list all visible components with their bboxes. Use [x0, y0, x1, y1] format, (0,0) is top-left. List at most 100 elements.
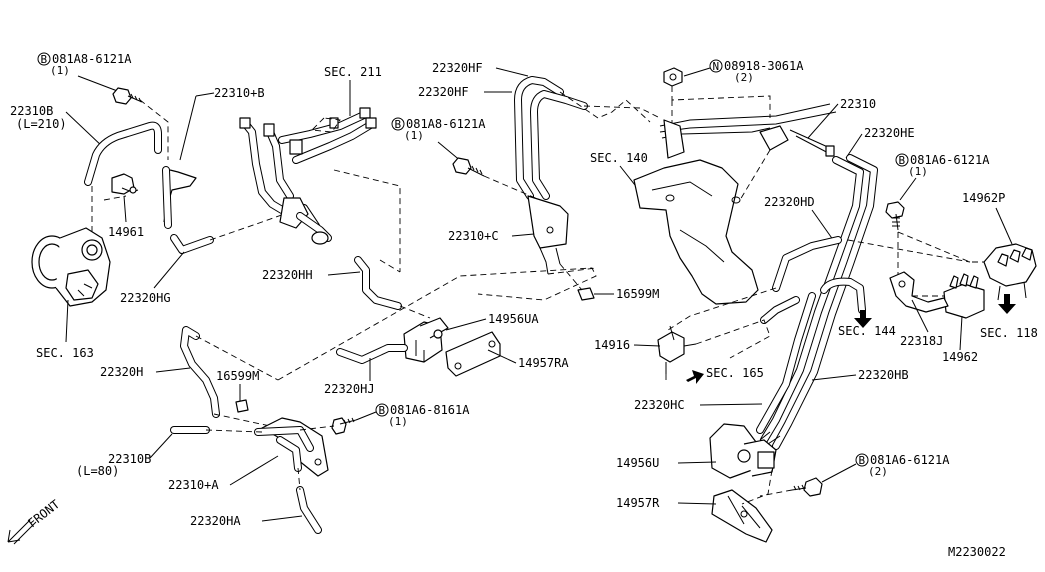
bolt-label-081a6-8161a: B 081A6-8161A (1) [375, 403, 470, 428]
arrow-down-icon [998, 294, 1016, 314]
nut-icon [663, 67, 683, 87]
bolt-icon [452, 157, 485, 177]
n-circle-icon [709, 59, 723, 73]
part-number-label: 16599M [216, 369, 259, 383]
solenoid-14956u-icon [709, 423, 781, 479]
part-number-label: 22320HF [418, 85, 469, 99]
part-number-label: 14957R [616, 496, 660, 510]
cap-16599m-right-icon [577, 287, 595, 301]
pipe-22310-plus-c [527, 195, 569, 275]
connector-14962p-icon [983, 243, 1037, 301]
part-number-label: 22320HD [764, 195, 815, 209]
bracket-22318j-icon [889, 271, 949, 313]
nut-label-08918: N 08918-3061A (2) [709, 59, 804, 84]
intake-pipe-assembly-icon [239, 107, 377, 245]
pipe-22310-plus-a [254, 417, 329, 477]
section-reference: SEC. 163 [36, 346, 94, 360]
bolt-label-081a8-mid: B 081A8-6121A (1) [391, 117, 486, 142]
part-number-label: 14961 [108, 225, 144, 239]
part-number-label: 22320HJ [324, 382, 375, 396]
section-reference: SEC. 211 [324, 65, 382, 79]
length-label: (L=210) [16, 117, 67, 131]
diagram-code: M2230022 [948, 545, 1006, 559]
part-number-label: 22310B [10, 104, 53, 118]
part-number-label: 22320HE [864, 126, 915, 140]
bolt-icon [791, 477, 823, 497]
hose-22320hg [170, 234, 214, 254]
bolt-label-081a8-left: B 081A8-6121A (1) [37, 52, 132, 77]
hose-22320hj [336, 344, 408, 364]
length-label: (L=80) [76, 464, 119, 478]
throttle-body-icon [31, 227, 111, 307]
hose-sec144-link [756, 277, 866, 434]
part-number-label: 22320HF [432, 61, 483, 75]
intake-manifold-icon [633, 159, 759, 305]
bracket-14957ra-icon [445, 331, 501, 377]
bolt-icon [885, 201, 905, 231]
quantity-label: (1) [404, 129, 424, 142]
bolt-icon [331, 417, 357, 435]
hose-22310b-top [84, 121, 162, 186]
part-number-label: 22320HH [262, 268, 313, 282]
part-number-label: 08918-3061A [724, 59, 804, 73]
cap-16599m-left-icon [235, 399, 249, 413]
arrow-right-icon [686, 370, 704, 384]
part-number-label: 22320HG [120, 291, 171, 305]
part-number-label: 14962P [962, 191, 1005, 205]
bolt-label-081a6-low: B 081A6-6121A (2) [855, 453, 950, 478]
bracket-14957r-icon [711, 489, 773, 543]
part-number-label: 22320HC [634, 398, 685, 412]
b-circle-icon [391, 117, 405, 131]
b-circle-icon [895, 153, 909, 167]
bolt-prefix: B [379, 404, 386, 417]
quantity-label: (1) [50, 64, 70, 77]
part-number-label: 22310B [108, 452, 151, 466]
bolt-icon [112, 87, 143, 105]
part-number-label: 22320H [100, 365, 143, 379]
part-number-label: 22310+C [448, 229, 499, 243]
part-number-label: 081A6-6121A [870, 453, 950, 467]
valve-14961-icon [111, 173, 139, 195]
part-number-label: 14956U [616, 456, 659, 470]
part-number-label: 22310+B [214, 86, 265, 100]
part-number-label: 22320HB [858, 368, 909, 382]
section-reference: SEC. 140 [590, 151, 648, 165]
nut-prefix: N [713, 60, 720, 73]
part-number-label: 081A6-8161A [390, 403, 470, 417]
hose-22320hd [772, 236, 842, 292]
part-number-label: 14956UA [488, 312, 539, 326]
quantity-label: (2) [734, 71, 754, 84]
bolt-prefix: B [899, 154, 906, 167]
b-circle-icon [375, 403, 389, 417]
hose-22320hf [514, 76, 588, 200]
bolt-prefix: B [41, 53, 48, 66]
part-number-label: 22318J [900, 334, 943, 348]
quantity-label: (1) [388, 415, 408, 428]
b-circle-icon [37, 52, 51, 66]
part-number-label: 14957RA [518, 356, 569, 370]
part-number-label: 22310+A [168, 478, 219, 492]
valve-14916-icon [657, 325, 697, 374]
part-number-label: 081A8-6121A [52, 52, 132, 66]
quantity-label: (1) [908, 165, 928, 178]
b-circle-icon [855, 453, 869, 467]
quantity-label: (2) [868, 465, 888, 478]
part-number-label: 14962 [942, 350, 978, 364]
connector-14962-icon [943, 273, 985, 319]
part-number-label: 22310 [840, 97, 876, 111]
section-reference: SEC. 118 [980, 326, 1038, 340]
bolt-prefix: B [395, 118, 402, 131]
hose-22320ha [296, 486, 322, 534]
front-arrow-icon [7, 519, 37, 545]
section-reference: SEC. 144 [838, 324, 896, 338]
arrow-down-icon [854, 310, 872, 328]
part-number-label: 081A6-6121A [910, 153, 990, 167]
part-number-label: 081A8-6121A [406, 117, 486, 131]
solenoid-14956ua-icon [403, 317, 449, 363]
front-direction-label: FRONT [25, 497, 62, 530]
part-number-label: 22320HA [190, 514, 241, 528]
hose-22320hh [354, 256, 402, 310]
part-number-label: 14916 [594, 338, 630, 352]
hose-22320h [180, 326, 220, 418]
